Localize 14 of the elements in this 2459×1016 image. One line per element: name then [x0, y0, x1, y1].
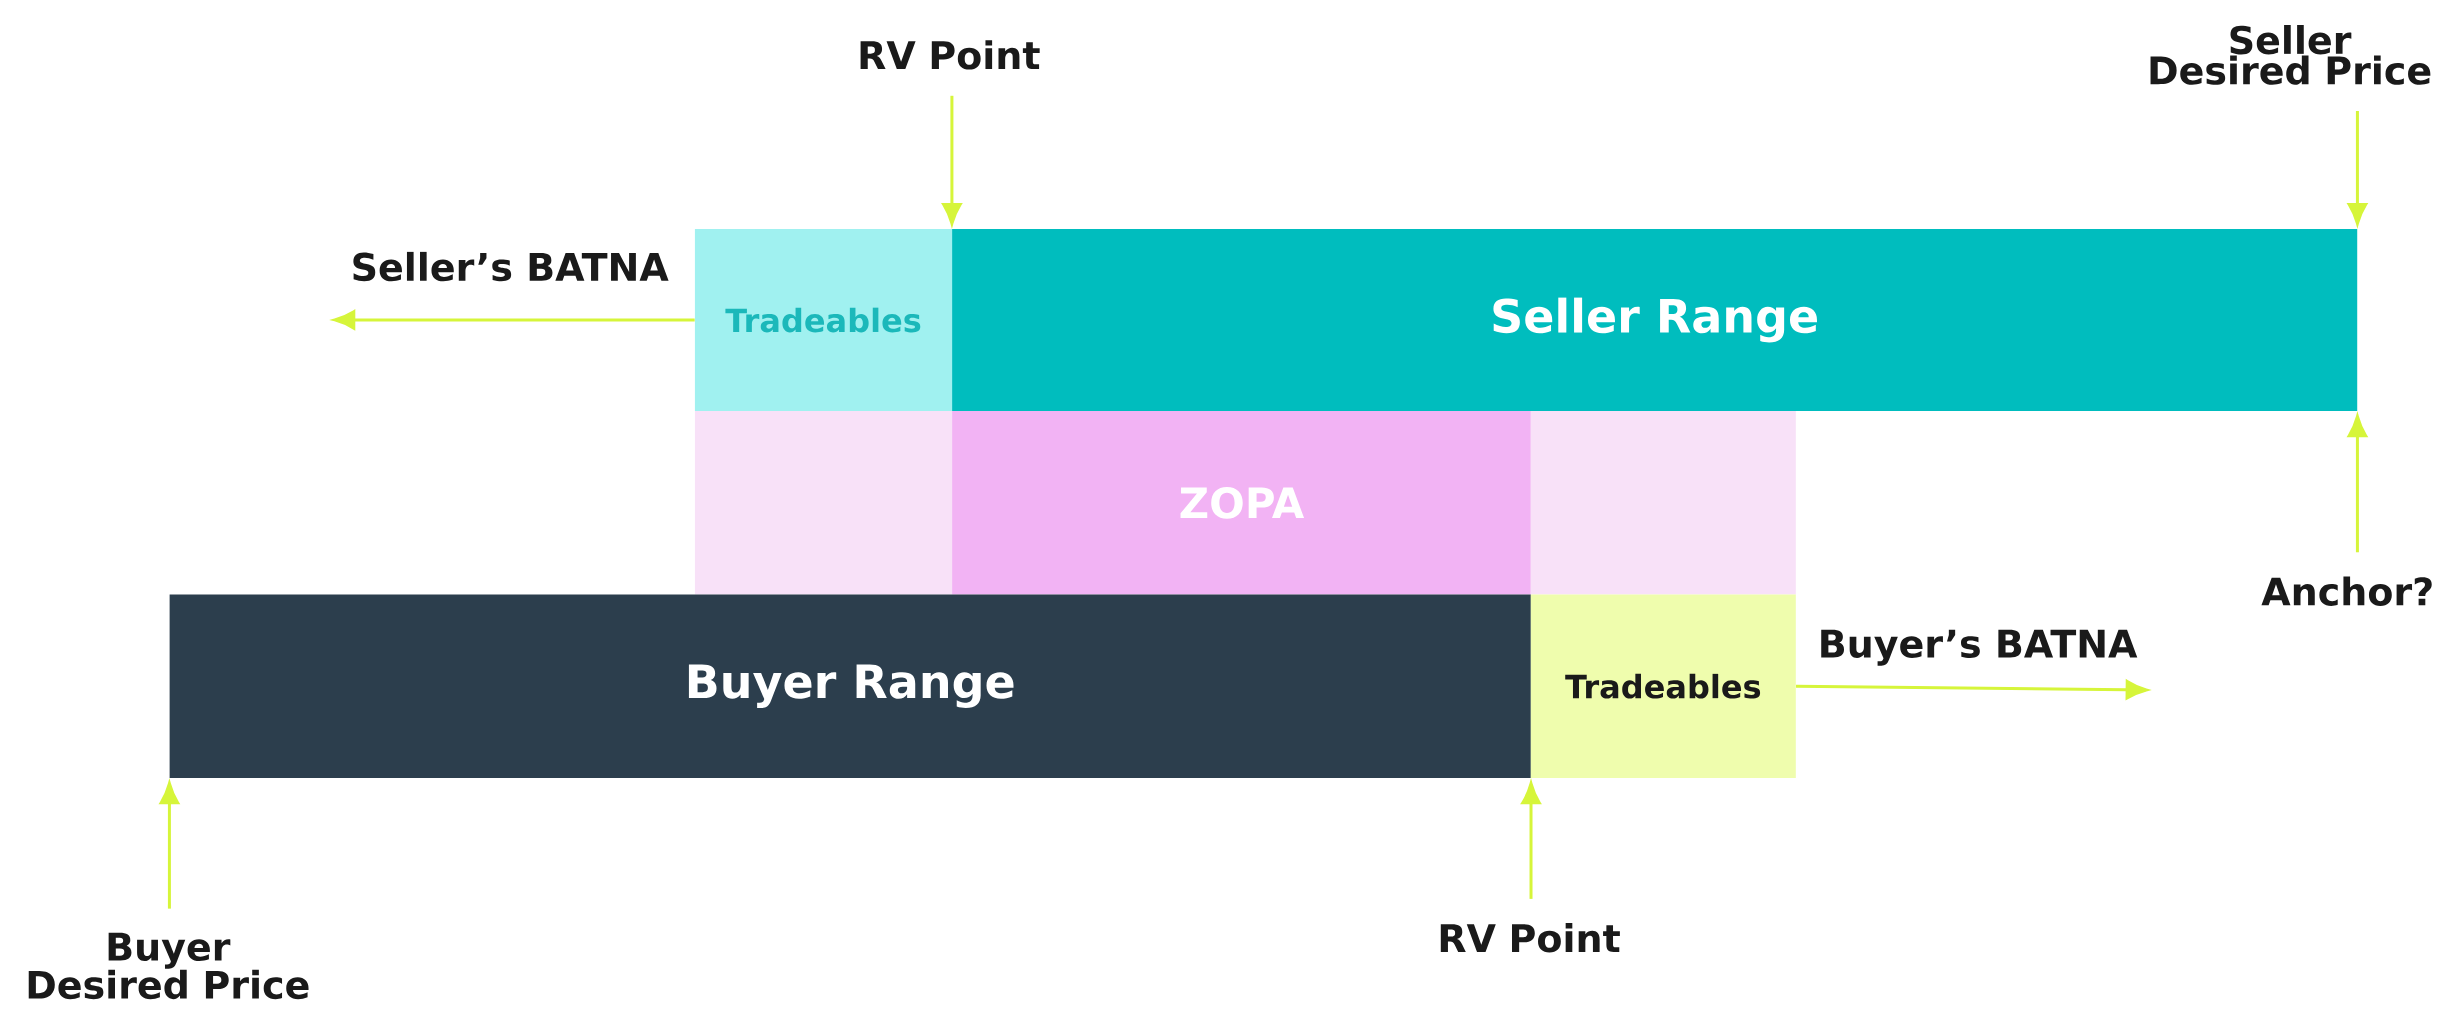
buyer-range-bar: Buyer Range: [169, 594, 1531, 778]
edge-label: Buyer’s BATNA: [1815, 627, 2140, 668]
point-label: Buyer Desired Price: [28, 932, 309, 1000]
seller-range-bar: Seller Range: [952, 229, 2358, 411]
zone-box: [694, 411, 953, 595]
point-label: Anchor?: [2261, 576, 2432, 606]
tradeables-box: Tradeables: [694, 229, 953, 411]
point-label: Seller Desired Price: [2150, 24, 2431, 85]
point-label: RV Point: [1440, 923, 1620, 953]
edge-label: Seller’s BATNA: [348, 249, 671, 284]
zopa-box: ZOPA: [952, 411, 1531, 595]
point-label: RV Point: [860, 40, 1040, 70]
tradeables-box: Tradeables: [1530, 594, 1796, 778]
zone-box: [1530, 411, 1796, 595]
